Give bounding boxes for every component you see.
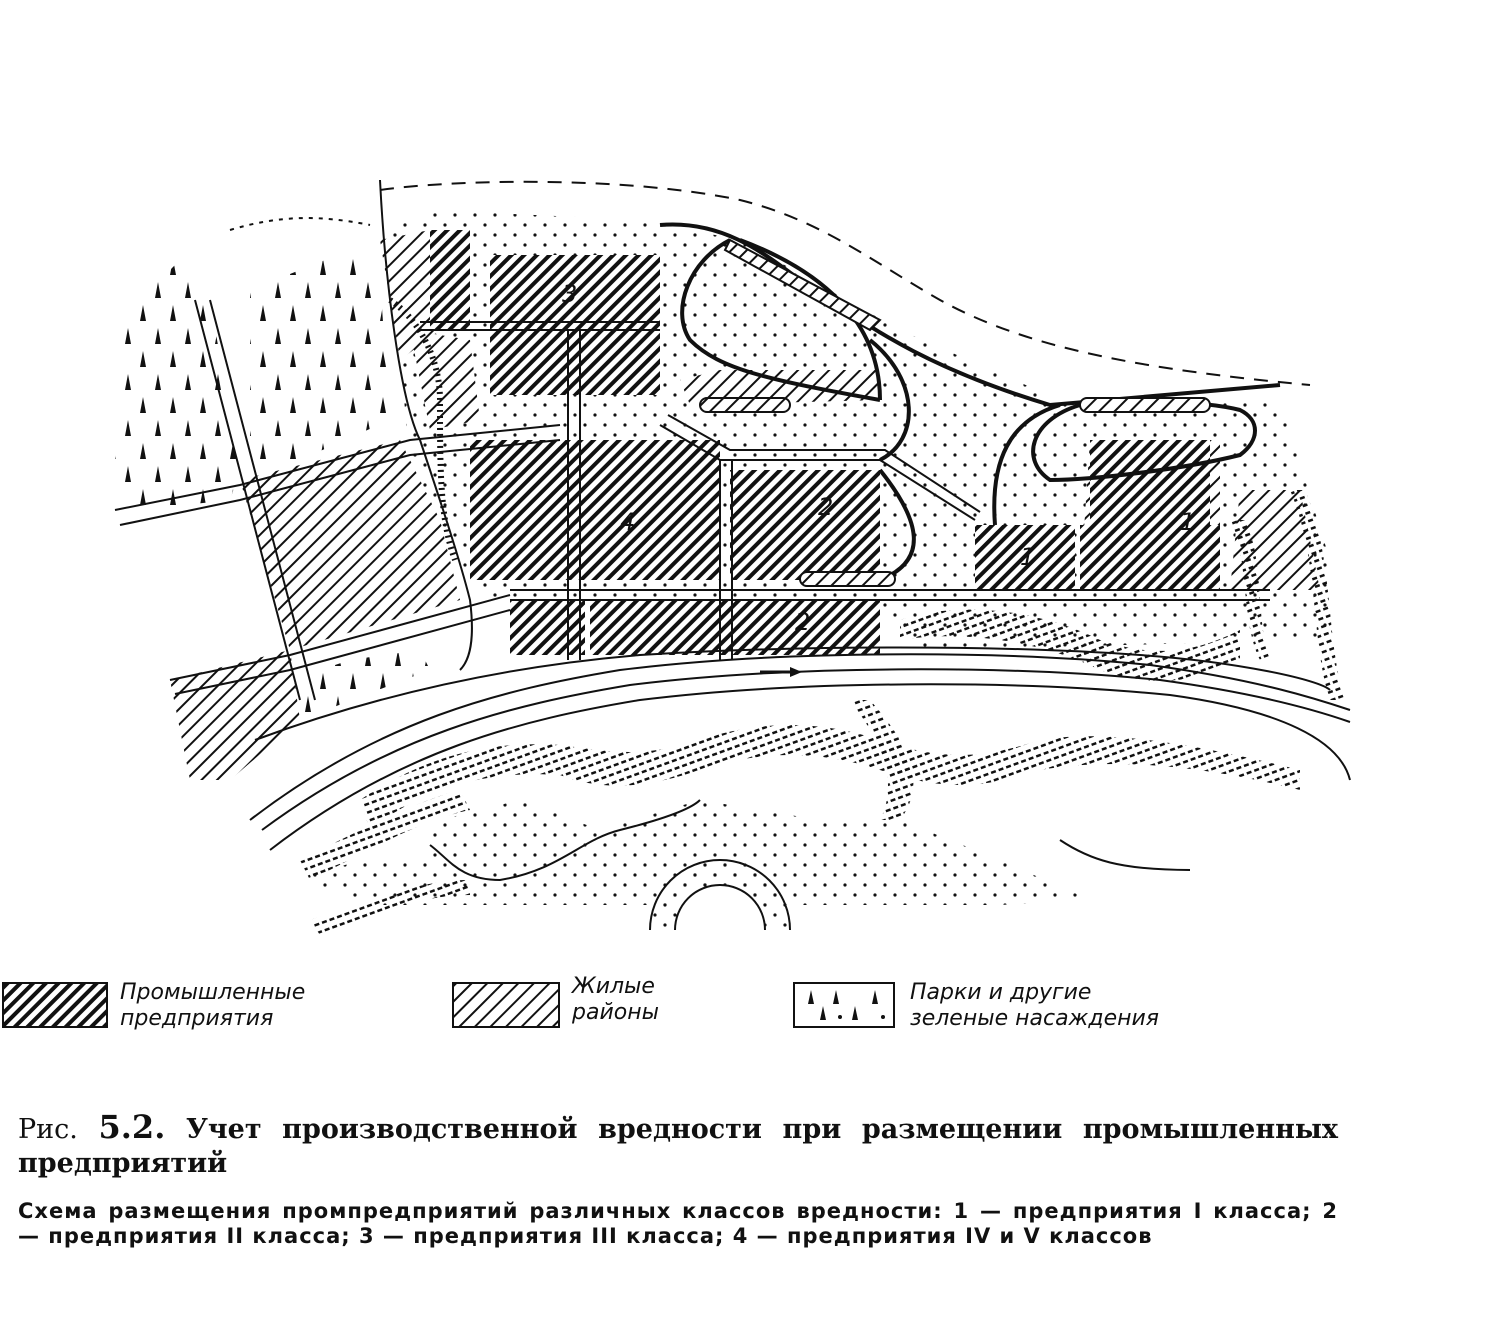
- south-stream: [429, 799, 1191, 882]
- legend-swatch-parks: [793, 982, 895, 1028]
- zone-label-2-south: 2: [795, 608, 810, 636]
- tree-icon: [872, 990, 878, 1004]
- tree-icon: [833, 990, 839, 1004]
- enterprise-zone-1-west: [975, 525, 1075, 590]
- zone-label-1-east: 1: [1180, 508, 1195, 536]
- tree-icon: [852, 1006, 858, 1020]
- figure-description: Схема размещения промпредприятий различн…: [18, 1199, 1338, 1248]
- enterprise-zone-2-north: [730, 470, 880, 580]
- tree-icon: [820, 1006, 826, 1020]
- zone-label-4: 4: [620, 508, 635, 536]
- tree-icon: [808, 990, 814, 1004]
- figure-caption: Рис. 5.2. Учет производственной вредност…: [18, 1110, 1338, 1249]
- zone-labels: 3 4 2 2 1 1: [562, 280, 1195, 636]
- ravine-stream: [379, 179, 473, 671]
- zone-label-3: 3: [562, 280, 577, 308]
- legend-label-residential: Жилые районы: [572, 974, 659, 1026]
- legend-swatch-residential: [452, 982, 560, 1028]
- legend-label-industrial: Промышленные предприятия: [120, 980, 305, 1032]
- figure-prefix: Рис.: [18, 1114, 78, 1145]
- river: [249, 646, 1351, 851]
- road-network: [114, 299, 1270, 701]
- industrial-enterprises: [430, 230, 1220, 655]
- railway-sidings: [699, 238, 1211, 587]
- figure-title-text: Учет производственной вредности при разм…: [18, 1114, 1339, 1179]
- enterprise-zone-3: [490, 255, 660, 395]
- enterprise-zone-2-south: [590, 600, 880, 655]
- legend-label-industrial-line2: предприятия: [120, 1006, 274, 1031]
- legend-label-parks-line2: зеленые насаждения: [910, 1006, 1160, 1031]
- legend-label-industrial-line1: Промышленные: [120, 980, 306, 1005]
- terrain-slopes: [300, 490, 1345, 935]
- figure-title: Рис. 5.2. Учет производственной вредност…: [18, 1110, 1338, 1181]
- zone-label-1-west: 1: [1020, 543, 1035, 571]
- park-zone-west: [115, 250, 430, 770]
- legend-swatch-industrial: [2, 982, 108, 1028]
- city-boundary: [379, 180, 1311, 386]
- legend-label-parks: Парки и другие зеленые насаждения: [910, 980, 1159, 1032]
- enterprise-zone-4: [470, 440, 720, 580]
- legend-label-parks-line1: Парки и другие: [910, 980, 1092, 1005]
- circular-reservoir: [630, 859, 810, 1000]
- figure-number: 5.2.: [98, 1108, 166, 1146]
- industrial-zoning-map: 3 4 2 2 1 1: [114, 179, 1351, 1000]
- legend-label-residential-line1: Жилые: [572, 974, 655, 999]
- zone-label-2-north: 2: [818, 493, 833, 521]
- legend-label-residential-line2: районы: [572, 1000, 659, 1025]
